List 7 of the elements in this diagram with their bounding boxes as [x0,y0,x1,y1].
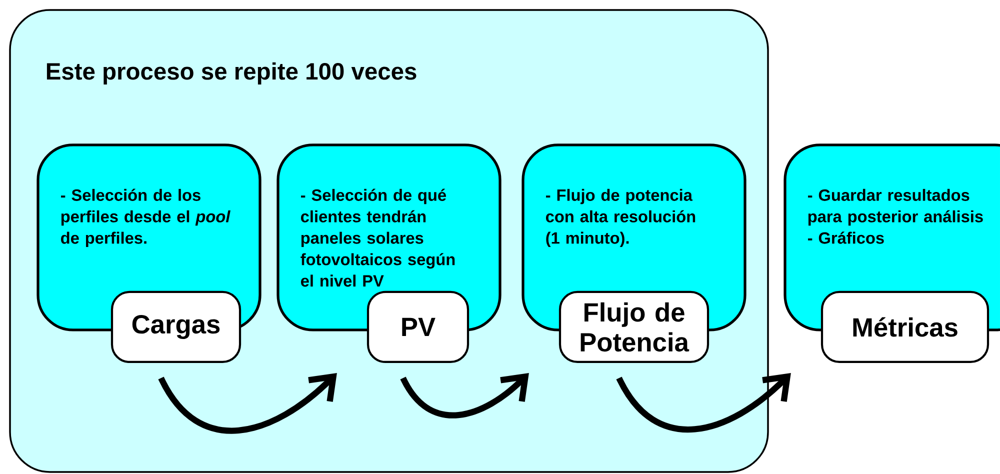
label-box: PV [366,290,470,364]
curved-arrow [616,373,791,432]
label-box: Métricas [820,290,990,364]
curved-arrow [158,373,337,434]
label-box: Cargas [110,290,242,364]
curved-arrow [400,373,529,418]
label-box: Flujo de Potencia [558,290,710,364]
